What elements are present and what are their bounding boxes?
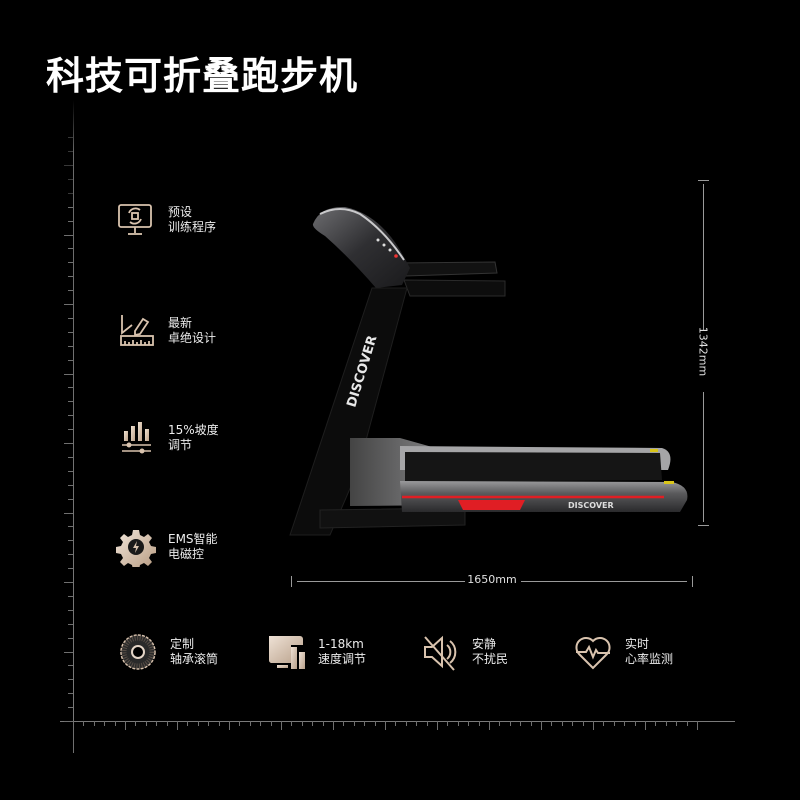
horizontal-ruler xyxy=(60,721,735,722)
feature-label-line2: 电磁控 xyxy=(168,547,205,561)
roller-gear-icon xyxy=(118,632,158,672)
length-dimension: 1650mm xyxy=(291,573,693,587)
feature-label-line1: 定制 xyxy=(170,637,195,651)
feature-incline: 15%坡度 调节 xyxy=(116,418,219,458)
feature-label-line2: 速度调节 xyxy=(318,652,367,666)
height-dimension: 1342mm xyxy=(697,180,710,526)
feature-label-line1: 15%坡度 xyxy=(168,423,219,437)
feature-label-line2: 卓绝设计 xyxy=(168,331,217,345)
feature-quiet: 安静 不扰民 xyxy=(420,632,508,672)
feature-label-line2: 不扰民 xyxy=(472,652,509,666)
feature-heart-rate: 实时 心率监测 xyxy=(573,632,673,672)
vertical-ruler xyxy=(73,100,74,752)
feature-label-line2: 心率监测 xyxy=(625,652,674,666)
design-ruler-pencil-icon xyxy=(116,311,156,351)
feature-label-line2: 训练程序 xyxy=(168,220,217,234)
bar-slider-icon xyxy=(116,418,156,458)
deck-brand-text: DISCOVER xyxy=(568,501,614,510)
feature-custom-roller: 定制 轴承滚筒 xyxy=(118,632,218,672)
feature-label-line2: 调节 xyxy=(168,438,193,452)
speed-bars-icon xyxy=(266,632,306,672)
gear-lightning-icon xyxy=(116,527,156,567)
mute-speaker-icon xyxy=(420,632,460,672)
monitor-sync-icon xyxy=(116,200,156,240)
feature-preset-programs: 预设 训练程序 xyxy=(116,200,216,240)
feature-ems-control: EMS智能 电磁控 xyxy=(116,527,218,567)
feature-label-line1: 1-18km xyxy=(318,637,364,651)
feature-label-line1: 最新 xyxy=(168,316,193,330)
feature-label-line1: 预设 xyxy=(168,205,193,219)
feature-label-line1: 实时 xyxy=(625,637,650,651)
feature-label-line1: EMS智能 xyxy=(168,532,218,546)
page-title: 科技可折叠跑步机 xyxy=(46,54,359,98)
height-label: 1342mm xyxy=(696,326,710,377)
heart-rate-icon xyxy=(573,632,613,672)
feature-speed-range: 1-18km 速度调节 xyxy=(266,632,366,672)
feature-label-line2: 轴承滚筒 xyxy=(170,652,219,666)
length-label: 1650mm xyxy=(467,573,517,586)
feature-latest-design: 最新 卓绝设计 xyxy=(116,311,216,351)
feature-label-line1: 安静 xyxy=(472,637,497,651)
treadmill-product-image: DISCOVER DISCOVER xyxy=(285,200,695,540)
